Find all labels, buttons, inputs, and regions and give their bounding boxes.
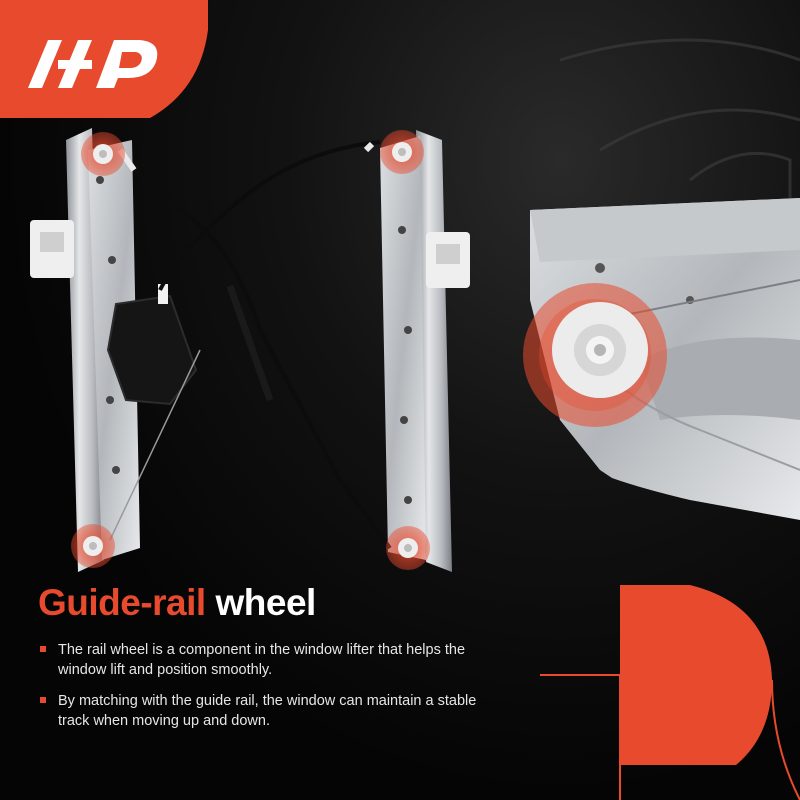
- car-interior-background: [559, 38, 800, 240]
- window-regulator-illustration: [30, 38, 800, 572]
- bullet-item: The rail wheel is a component in the win…: [38, 640, 508, 680]
- wheel-closeup-detail: [523, 198, 800, 520]
- right-guide-rail: [380, 130, 470, 572]
- bullet-marker-icon: [40, 697, 46, 703]
- feature-bullet-list: The rail wheel is a component in the win…: [38, 640, 508, 742]
- headline-accent: Guide-rail: [38, 582, 206, 623]
- brand-logo: [0, 0, 208, 118]
- bullet-marker-icon: [40, 646, 46, 652]
- guide-wheel-highlights: [71, 130, 430, 570]
- feature-headline: Guide-rail wheel: [38, 582, 316, 624]
- regulator-motor-housing: [106, 294, 198, 406]
- bullet-text: By matching with the guide rail, the win…: [58, 693, 477, 729]
- bullet-item: By matching with the guide rail, the win…: [38, 691, 508, 731]
- bullet-text: The rail wheel is a component in the win…: [58, 642, 466, 678]
- brand-logo-mark: [0, 0, 208, 118]
- headline-rest: wheel: [215, 582, 316, 623]
- regulator-cables: [109, 140, 392, 550]
- decorative-d-shape: [540, 585, 800, 800]
